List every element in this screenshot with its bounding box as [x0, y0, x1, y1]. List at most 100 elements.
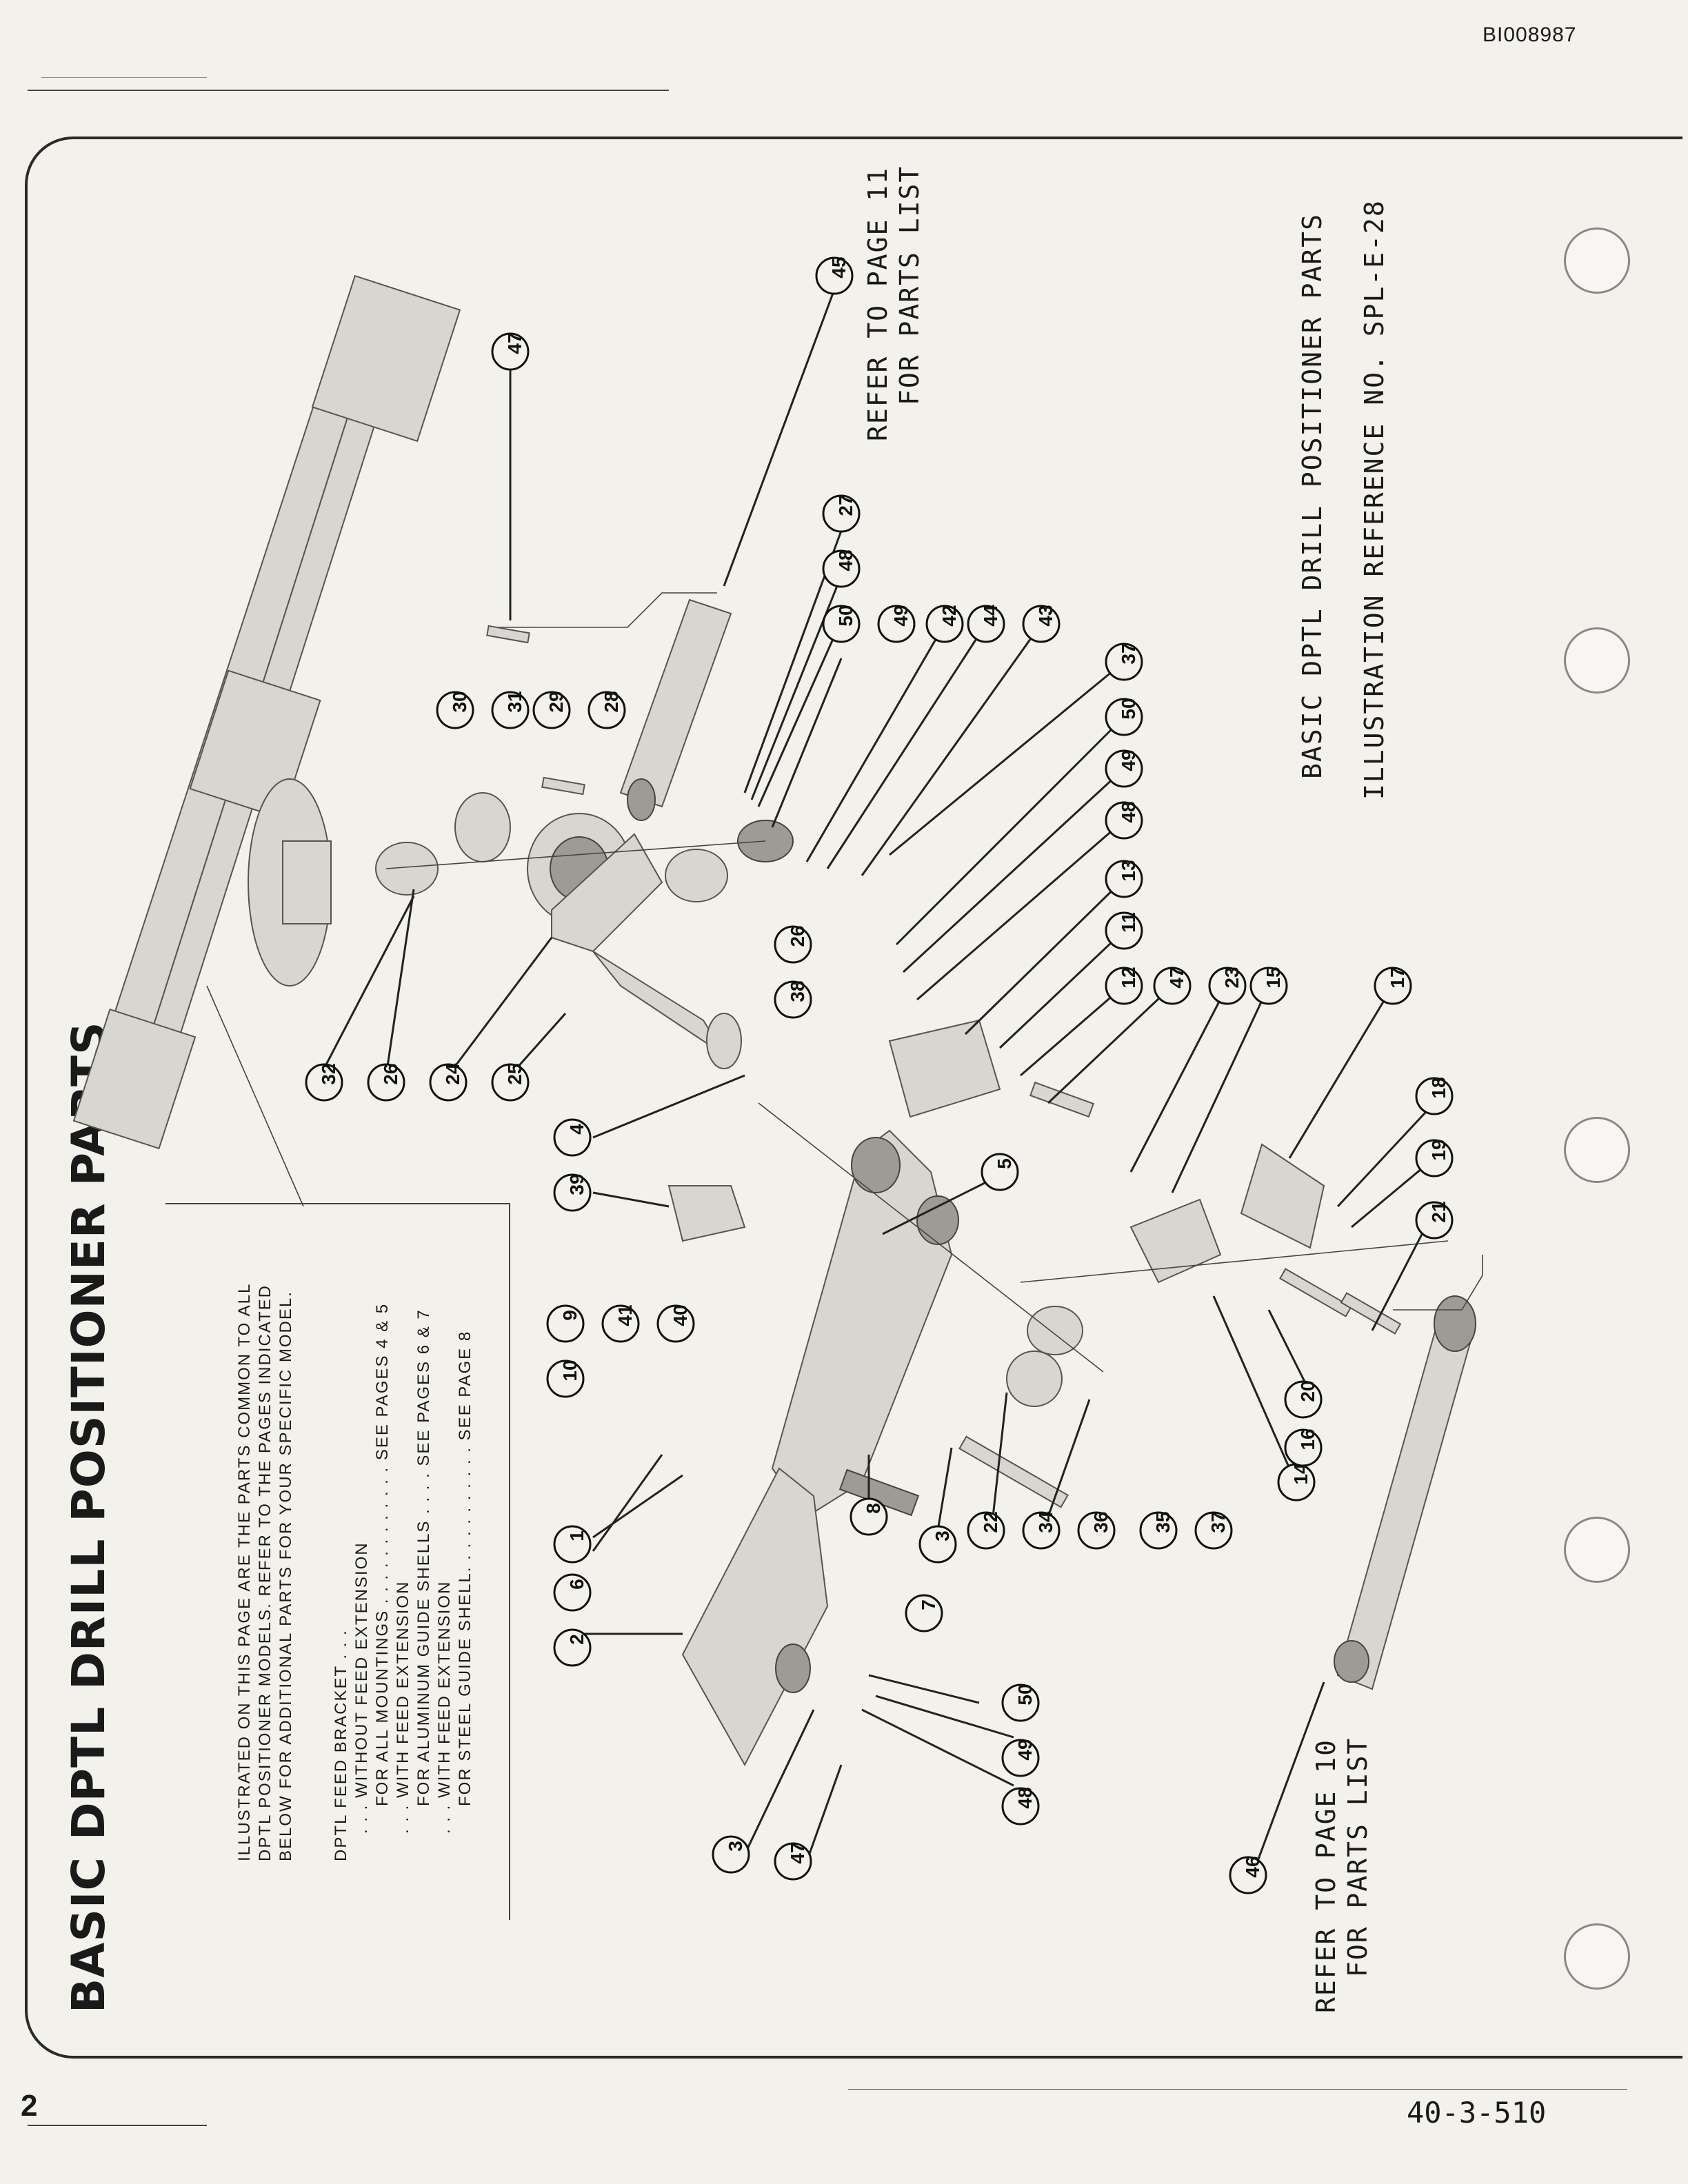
svg-text:50: 50: [1014, 1684, 1036, 1705]
callout-18: 18: [1415, 1077, 1454, 1115]
callout-3-mid: 3: [918, 1525, 957, 1564]
main-bracket: [375, 792, 794, 1069]
leader-lines: [323, 289, 1436, 1869]
callout-25: 25: [491, 1063, 530, 1102]
svg-text:50: 50: [1118, 698, 1139, 719]
callout-45: 45: [815, 256, 854, 295]
callout-37-bottom: 37: [1194, 1511, 1233, 1550]
cylinder-lower: [1334, 1255, 1483, 1690]
svg-text:10: 10: [559, 1359, 581, 1381]
callout-50-b: 50: [1105, 698, 1143, 736]
illustration-frame: [25, 136, 1682, 2059]
svg-text:11: 11: [1118, 912, 1139, 933]
svg-text:47: 47: [504, 332, 525, 354]
callout-43: 43: [1022, 605, 1061, 643]
svg-text:5: 5: [994, 1158, 1015, 1169]
callout-8: 8: [850, 1497, 888, 1536]
callout-26-left: 26: [367, 1063, 405, 1102]
form-number: 40-3-510: [1407, 2096, 1547, 2130]
callout-6: 6: [553, 1573, 592, 1612]
document-id: BI008987: [1483, 23, 1577, 46]
callout-42: 42: [925, 605, 964, 643]
svg-text:24: 24: [442, 1063, 463, 1085]
callout-44: 44: [967, 605, 1005, 643]
callout-50: 50: [822, 605, 861, 643]
svg-text:19: 19: [1428, 1139, 1449, 1160]
svg-text:50: 50: [835, 605, 856, 626]
svg-text:41: 41: [614, 1304, 636, 1326]
callout-13: 13: [1105, 860, 1143, 898]
callout-47-mid: 47: [1153, 967, 1192, 1005]
callout-3-bottom: 3: [712, 1835, 750, 1874]
svg-text:22: 22: [980, 1511, 1001, 1533]
callout-11: 11: [1105, 911, 1143, 950]
callout-20: 20: [1284, 1380, 1323, 1419]
bottom-rule-right: [848, 2089, 1627, 2090]
svg-text:36: 36: [1090, 1511, 1112, 1533]
text-box-rule-right: [509, 1203, 510, 1920]
callout-38: 38: [774, 980, 812, 1019]
callout-31: 31: [491, 691, 530, 729]
callout-48-bottom: 48: [1001, 1787, 1040, 1826]
callout-19: 19: [1415, 1139, 1454, 1177]
callout-46: 46: [1229, 1856, 1267, 1894]
callout-23: 23: [1208, 967, 1247, 1005]
svg-text:3: 3: [725, 1841, 746, 1852]
callout-49-bottom: 49: [1001, 1739, 1040, 1777]
svg-text:18: 18: [1428, 1077, 1449, 1098]
svg-text:12: 12: [1118, 967, 1139, 988]
svg-text:43: 43: [1035, 605, 1056, 626]
svg-text:47: 47: [1166, 967, 1187, 988]
svg-text:15: 15: [1263, 967, 1284, 988]
callout-47-bottom: 47: [774, 1842, 812, 1881]
callout-24: 24: [429, 1063, 468, 1102]
svg-text:9: 9: [559, 1310, 581, 1321]
text-box-rule-top: [165, 1203, 510, 1204]
callout-47-top: 47: [491, 332, 530, 371]
svg-text:29: 29: [545, 691, 567, 712]
svg-text:34: 34: [1035, 1511, 1056, 1533]
svg-text:48: 48: [1118, 801, 1139, 822]
svg-text:3: 3: [932, 1530, 953, 1541]
svg-text:37: 37: [1118, 643, 1139, 664]
svg-text:8: 8: [863, 1503, 884, 1514]
page-number: 2: [21, 2089, 38, 2123]
svg-text:42: 42: [938, 605, 960, 626]
binder-hole-2: [1564, 627, 1630, 694]
callout-35: 35: [1139, 1511, 1178, 1550]
callout-15: 15: [1249, 967, 1288, 1005]
callout-14: 14: [1277, 1463, 1316, 1502]
fasteners: [486, 625, 1402, 1517]
top-rule-short: [41, 77, 207, 78]
svg-text:44: 44: [980, 605, 1001, 627]
svg-text:49: 49: [1014, 1739, 1036, 1760]
svg-text:23: 23: [1221, 967, 1243, 988]
svg-text:4: 4: [566, 1124, 587, 1135]
svg-text:27: 27: [835, 494, 856, 516]
svg-text:32: 32: [318, 1063, 339, 1084]
callout-1: 1: [553, 1525, 592, 1564]
svg-text:49: 49: [1118, 749, 1139, 771]
callout-22: 22: [967, 1511, 1005, 1550]
callout-48: 48: [822, 549, 861, 588]
svg-text:28: 28: [601, 691, 622, 712]
svg-text:2: 2: [566, 1634, 587, 1645]
svg-text:25: 25: [504, 1063, 525, 1084]
callout-27: 27: [822, 494, 861, 533]
svg-text:40: 40: [670, 1304, 691, 1326]
callout-7: 7: [905, 1594, 943, 1632]
svg-text:45: 45: [828, 256, 850, 278]
svg-text:1: 1: [566, 1530, 587, 1541]
svg-text:39: 39: [566, 1173, 587, 1195]
callout-48-b: 48: [1105, 801, 1143, 840]
callout-16: 16: [1284, 1428, 1323, 1467]
feed-rail: [72, 274, 461, 1207]
positioner-arm: [667, 1019, 1083, 1518]
callout-28: 28: [587, 691, 626, 729]
callout-26-right: 26: [774, 925, 812, 964]
top-rule: [28, 90, 669, 91]
svg-text:37: 37: [1207, 1511, 1229, 1533]
svg-text:35: 35: [1152, 1511, 1174, 1533]
svg-text:26: 26: [787, 925, 808, 947]
